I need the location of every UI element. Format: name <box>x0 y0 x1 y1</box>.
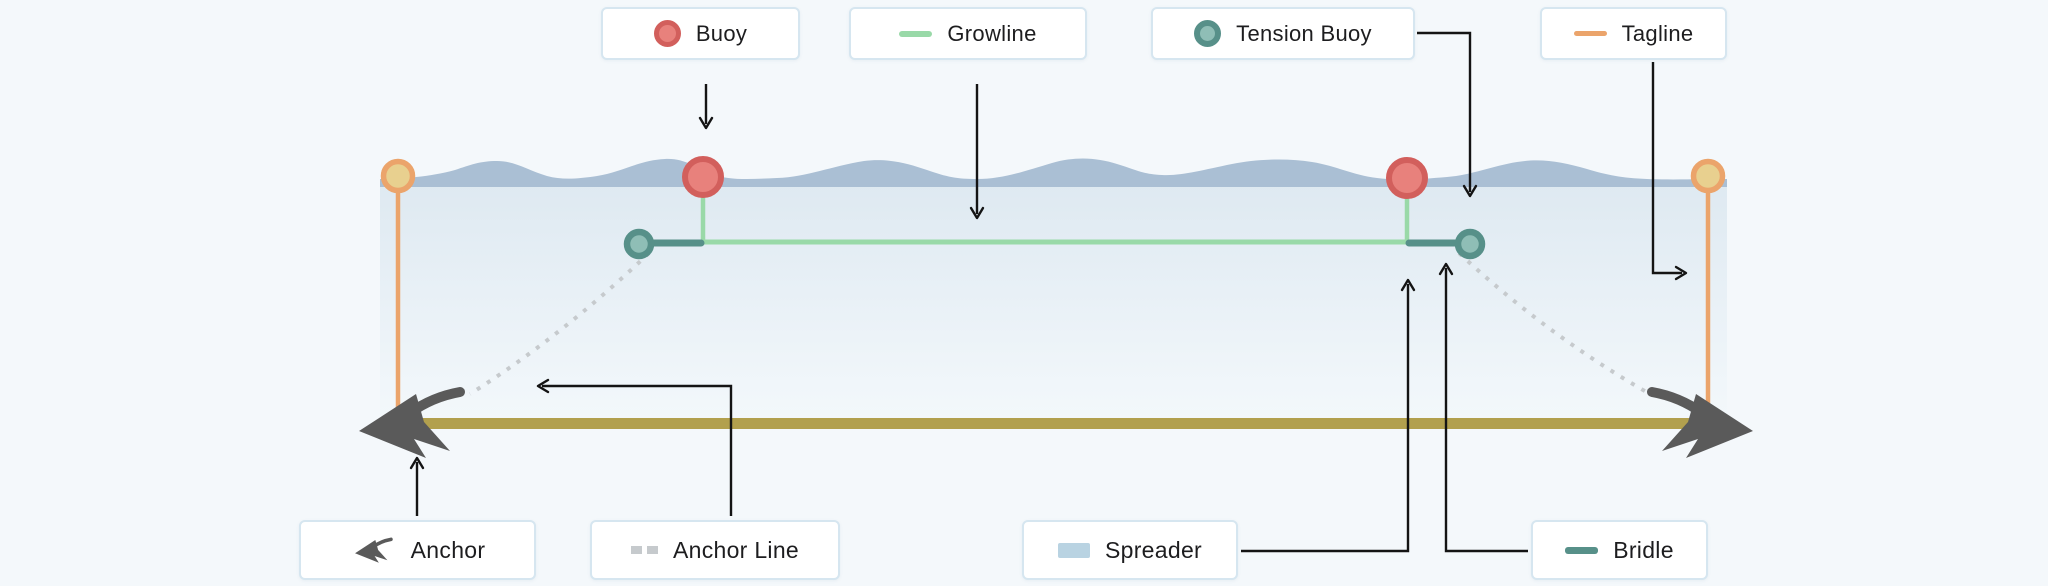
tension-buoy-left <box>623 228 655 260</box>
anchor-line-label: Anchor Line <box>672 536 800 563</box>
legend-box-spreader: Spreader <box>1022 520 1238 580</box>
tagline-pointer-arrow <box>1651 62 1688 281</box>
legend-box-buoy: Buoy <box>601 7 800 60</box>
bridle-label: Bridle <box>1613 536 1674 563</box>
spreader-icon <box>1057 542 1090 558</box>
tension-buoy-pointer-arrow <box>1417 31 1478 198</box>
water-surface-wave <box>380 158 1727 187</box>
spreader-pointer-arrow <box>1241 278 1416 553</box>
buoy-icon <box>653 20 681 47</box>
growline-icon <box>899 30 933 37</box>
legend-box-anchor-line: Anchor Line <box>590 520 840 580</box>
anchor-line-right <box>1457 251 1651 396</box>
anchor-line-icon <box>630 546 658 554</box>
buoy-left <box>682 156 724 198</box>
anchor-icon <box>350 534 396 566</box>
buoy-right <box>1386 157 1428 199</box>
legend-box-bridle: Bridle <box>1531 520 1708 580</box>
legend-box-anchor: Anchor <box>299 520 536 580</box>
bridle-icon <box>1565 546 1599 554</box>
anchor-label: Anchor <box>410 536 486 563</box>
growline-label: Growline <box>947 20 1037 46</box>
water-body <box>380 183 1727 419</box>
legend-box-growline: Growline <box>849 7 1087 60</box>
tension-buoy-label: Tension Buoy <box>1236 20 1372 46</box>
tagline-buoy-right <box>1690 158 1726 194</box>
seabed <box>408 418 1694 429</box>
anchor-line-pointer-arrow <box>536 378 733 516</box>
spreader-label: Spreader <box>1104 536 1203 563</box>
tension-buoy-right <box>1454 228 1486 260</box>
legend-box-tagline: Tagline <box>1540 7 1727 60</box>
tagline-label: Tagline <box>1621 20 1694 46</box>
tagline-icon <box>1573 31 1607 36</box>
tagline-buoy-left <box>380 158 416 194</box>
tension-buoy-icon <box>1194 20 1222 47</box>
bridle-pointer-arrow <box>1438 262 1528 553</box>
legend-box-tension-buoy: Tension Buoy <box>1151 7 1415 60</box>
buoy-label: Buoy <box>695 20 748 46</box>
